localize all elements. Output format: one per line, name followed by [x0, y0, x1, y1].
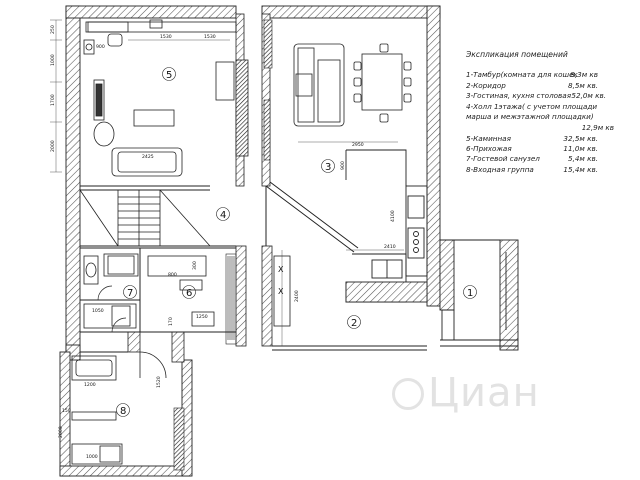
legend-item-3: 3-Гостиная, кухня столовая 52,0м кв.: [466, 91, 636, 101]
dim-800: 800: [168, 272, 177, 278]
dim-1530-a: 1530: [160, 34, 172, 40]
dining-chairs: [353, 43, 412, 123]
vestibule: [439, 239, 519, 351]
partitions: [80, 185, 427, 353]
legend-item-label: 3-Гостиная, кухня столовая: [466, 91, 572, 101]
legend-item-area: 8,3м кв: [570, 70, 598, 80]
room-label-4: 4: [220, 210, 226, 221]
door-swings: [97, 285, 127, 333]
dim-1530-b: 1530: [204, 34, 216, 40]
dim-900: 900: [96, 44, 105, 50]
legend-item-1: 1-Тамбур(комната для кошек 8,3м кв: [466, 70, 636, 80]
legend-item-2: 2-Коридор 8,5м кв.: [466, 81, 636, 91]
legend-item-4: 4-Холл 1этажа( с учетом площади марша и …: [466, 101, 614, 134]
corridor-diagonal: [265, 181, 359, 253]
dim-170: 170: [168, 317, 174, 326]
legend-item-5: 5-Каминная 32,5м кв.: [466, 134, 636, 144]
dim-4100: 4100: [390, 210, 396, 222]
fireplace: [235, 59, 249, 157]
dim-1050: 1050: [92, 308, 104, 314]
watermark-logo-icon: [392, 378, 424, 410]
entrance-column: [173, 407, 185, 471]
dim-1000-b: 1000: [86, 454, 98, 460]
watermark-text: Циан: [428, 370, 540, 416]
kitchen-counter: [345, 149, 428, 303]
room-label-6: 6: [186, 288, 192, 299]
room-label-3: 3: [325, 162, 331, 173]
guest-bathroom-fixtures: [83, 253, 139, 329]
room-label-2: 2: [351, 318, 357, 329]
legend-item-area: 32,5м кв.: [563, 133, 598, 143]
mark-x-lower: X: [278, 287, 284, 296]
watermark: Циан: [392, 370, 540, 416]
legend-item-area: 52,0м кв.: [571, 91, 606, 101]
dim-150: 150: [62, 408, 71, 414]
room-labels: 1 2 3 4 5 6 7 8: [116, 67, 477, 417]
dimension-texts: 1530 1530 900 250 1000 1700 2000 2425 29…: [50, 25, 396, 460]
dim-1200: 1200: [84, 382, 96, 388]
dim-2410: 2410: [384, 244, 396, 250]
legend-item-8: 8-Входная группа 15,4м кв.: [466, 165, 636, 175]
dimension-lines: [50, 19, 404, 346]
dim-250: 250: [50, 25, 56, 34]
hall-furniture: [147, 253, 291, 345]
legend-item-area: 5,4м кв.: [568, 154, 598, 164]
dim-2000-b: 2000: [58, 426, 64, 438]
wardrobe: [225, 253, 237, 345]
dim-1000: 1000: [50, 54, 56, 66]
legend-item-label: 1-Тамбур(комната для кошек: [466, 70, 578, 80]
fireplace-room-furniture: [83, 19, 237, 177]
room-label-7: 7: [127, 288, 133, 299]
chimney-column: [263, 19, 273, 69]
room-label-8: 8: [120, 406, 126, 417]
legend-item-label: 6-Прихожая: [466, 144, 512, 154]
dim-300: 300: [192, 261, 198, 270]
mark-x-upper: X: [278, 265, 284, 274]
dim-1520: 1520: [156, 376, 162, 388]
legend-item-label: 2-Коридор: [466, 80, 506, 90]
dim-2400: 2400: [294, 290, 300, 302]
room-label-5: 5: [166, 70, 172, 81]
legend-item-label: 8-Входная группа: [466, 164, 534, 174]
exterior-walls: [59, 5, 441, 477]
dim-1250: 1250: [196, 314, 208, 320]
legend-item-7: 7-Гостевой санузел 5,4м кв.: [466, 154, 636, 164]
legend-title: Экспликация помещений: [466, 50, 568, 59]
legend-item-6: 6-Прихожая 11,0м кв.: [466, 144, 636, 154]
rooms-legend: Экспликация помещений 1-Тамбур(комната д…: [466, 50, 636, 175]
legend-item-label: 4-Холл 1этажа( с учетом площади марша и …: [466, 101, 597, 122]
room-label-1: 1: [467, 288, 473, 299]
legend-item-area: 8,5м кв.: [568, 80, 598, 90]
dim-2950: 2950: [352, 142, 364, 148]
legend-item-area: 11,0м кв.: [563, 144, 598, 154]
interior-walls: [127, 13, 273, 363]
chimney-column-lower: [263, 99, 271, 161]
dim-900-b: 900: [340, 161, 346, 170]
entrance-fixtures: [71, 351, 167, 465]
staircase: [79, 189, 211, 247]
legend-item-area: 15,4м кв.: [563, 164, 598, 174]
legend-item-label: 5-Каминная: [466, 133, 511, 143]
living-room-furniture: [293, 43, 412, 127]
legend-item-area: 12,9м кв: [581, 122, 614, 132]
dim-2000: 2000: [50, 140, 56, 152]
dim-2425: 2425: [142, 154, 154, 160]
dim-1700: 1700: [50, 94, 56, 106]
legend-item-label: 7-Гостевой санузел: [466, 154, 540, 164]
